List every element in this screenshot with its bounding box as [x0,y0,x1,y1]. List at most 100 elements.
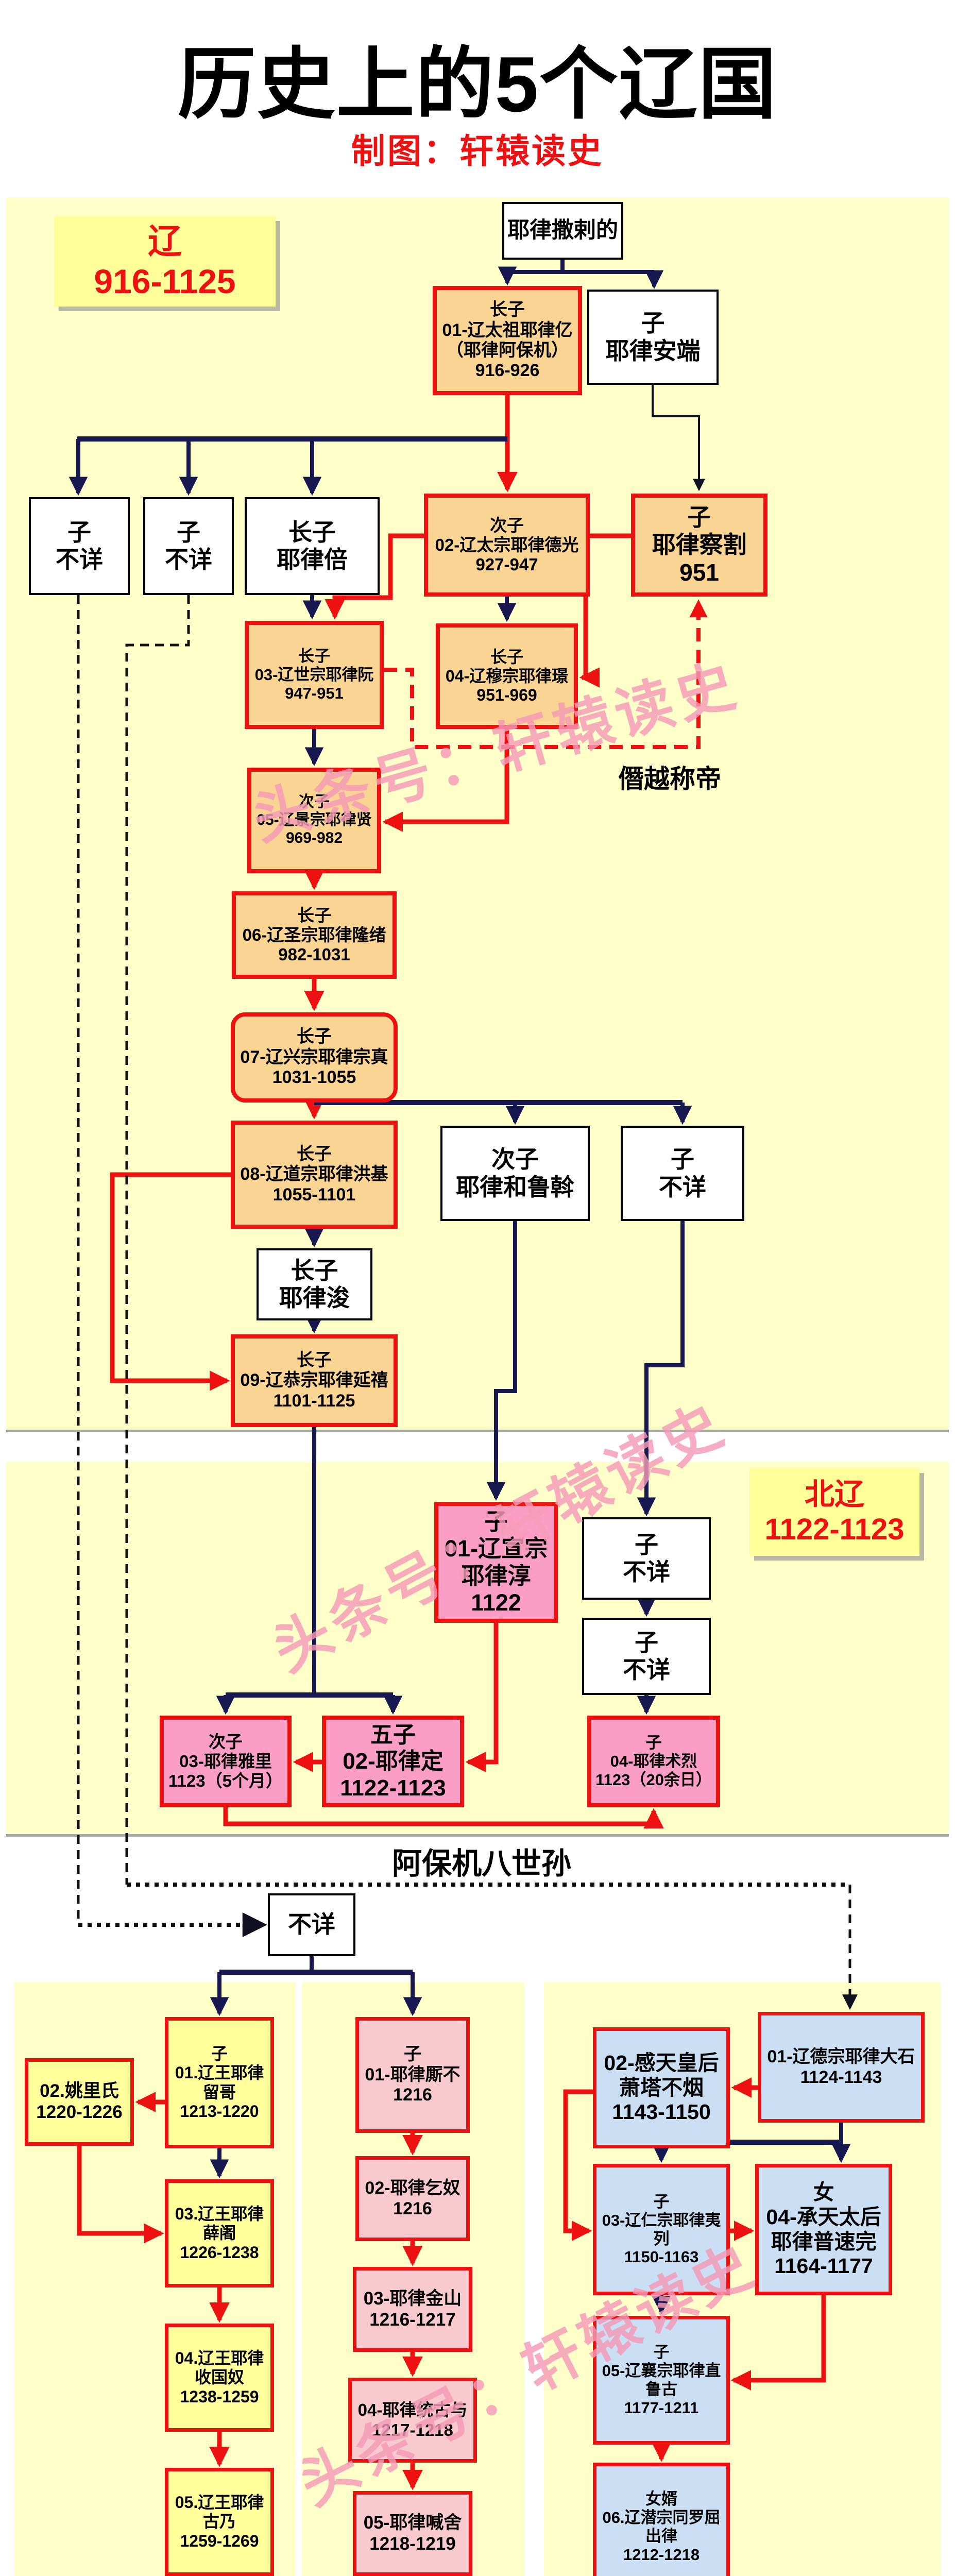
node-line: 耶律撒剌的 [507,218,618,243]
node-line: 1220-1226 [36,2102,123,2122]
node-line: 耶律浚 [279,1284,350,1311]
tree-node-yelu-helugan: 次子耶律和鲁斡 [440,1126,590,1221]
node-line: 子 [404,2044,421,2064]
node-line: 969-982 [285,829,343,846]
node-line: 1164-1177 [774,2254,873,2278]
node-line: 1122-1123 [340,1775,446,1801]
node-line: 长子 [490,647,523,666]
node-line: 02.姚里氏 [40,2081,119,2102]
node-line: 耶律淳 [461,1562,531,1589]
node-line: 鲁古 [645,2380,677,2398]
node-line: 951 [679,558,719,586]
tree-node-yelu-bei: 长子耶律倍 [245,497,380,595]
node-line: 03-辽世宗耶律阮 [254,666,374,684]
node-line: 04-耶律统古与 [357,2400,468,2420]
node-line: 01-辽德宗耶律大石 [767,2047,915,2067]
node-line: 01.辽王耶律 [175,2063,264,2082]
node-line: 03.辽王耶律 [175,2205,264,2224]
node-line: 06-辽圣宗耶律隆绪 [242,925,386,944]
node-line: 萧塔不烟 [619,2075,704,2099]
node-line: 不详 [288,1911,335,1938]
node-line: 子 [211,2044,228,2063]
node-line: 耶律和鲁斡 [456,1173,574,1200]
node-line: 947-951 [285,684,344,702]
node-line: 次子 [299,793,330,811]
node-line: 1216 [393,2085,432,2105]
node-line: 982-1031 [278,945,350,964]
node-line: 02-耶律定 [343,1749,444,1774]
node-line: 子 [177,518,200,546]
node-line: 出律 [645,2527,677,2545]
node-line: 09-辽恭宗耶律延禧 [240,1370,388,1391]
node-line: 1124-1143 [800,2067,882,2087]
node-line: 03-耶律金山 [363,2288,462,2309]
node-line: 列 [653,2229,670,2248]
node-line: 02-感天皇后 [604,2051,719,2075]
node-line: 不详 [56,546,103,573]
period-label-line: 辽 [148,222,182,260]
node-line: 不详 [623,1656,670,1683]
tree-node-unknown-ancestor: 不详 [268,1893,355,1956]
node-line: 耶律普速完 [771,2229,877,2253]
node-line: 1123（20余日） [595,1770,712,1789]
period-label-line: 916-1125 [94,262,236,300]
node-line: 1259-1269 [180,2531,259,2550]
tree-node-yelu-salade: 耶律撒剌的 [502,202,623,260]
node-line: 子 [67,518,91,546]
node-line: 06.辽潜宗同罗屈 [602,2509,721,2527]
node-line: 子 [641,310,665,337]
node-line: 1101-1125 [273,1391,355,1411]
node-line: 子 [484,1509,508,1535]
node-line: 长子 [288,518,336,546]
node-line: 耶律倍 [277,546,348,573]
abaoji-note: 阿保机八世孙 [391,1847,572,1880]
node-line: 07-辽兴宗耶律宗真 [240,1047,388,1067]
node-line: 1122 [471,1589,521,1616]
node-line: 03-耶律雅里 [179,1751,272,1771]
node-line: 02-耶律乞奴 [365,2178,461,2198]
node-line: 1216-1217 [369,2309,456,2330]
node-line: 1217-1218 [372,2420,453,2439]
tree-node-yelu-jun: 长子耶律浚 [257,1248,372,1320]
node-line: 01-辽宣宗 [444,1535,548,1562]
node-line: 不详 [623,1558,670,1585]
tree-node-yelu-anduan: 子耶律安端 [587,290,719,385]
node-line: 05-辽襄宗耶律直 [602,2362,721,2380]
page-subtitle: 制图：轩辕读史 [351,132,604,170]
node-line: 次子 [491,1146,539,1173]
node-line: 长子 [298,647,330,666]
node-line: 1226-1238 [180,2243,259,2262]
period-label-line: 北辽 [804,1477,864,1511]
node-line: 05.辽王耶律 [175,2493,264,2512]
node-line: 01-辽太祖耶律亿 [442,320,573,340]
node-line: 1216 [393,2198,432,2218]
node-line: 古乃 [202,2512,236,2531]
node-line: 1177-1211 [624,2398,699,2417]
node-line: 1031-1055 [272,1067,356,1088]
node-line: 04-辽穆宗耶律璟 [445,666,569,685]
node-line: 不详 [659,1173,706,1200]
tree-node-son-unknown-3: 子不详 [621,1126,744,1221]
usurp-note: 僭越称帝 [618,765,721,793]
